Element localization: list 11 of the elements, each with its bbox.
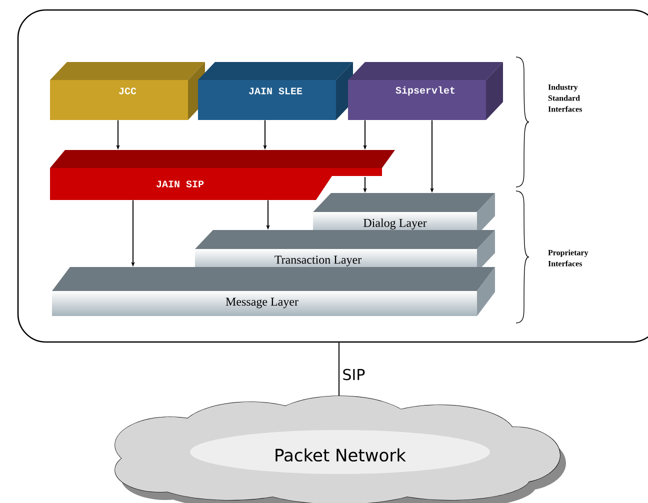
side-label: Industry Standard Interfaces bbox=[548, 84, 582, 112]
side-label: Proprietary Interfaces bbox=[548, 250, 588, 266]
block: JAIN SIP bbox=[50, 150, 395, 200]
cloud: Packet Network bbox=[114, 396, 566, 503]
rounded-frame bbox=[17, 9, 648, 343]
block: JAIN SLEE bbox=[198, 62, 353, 120]
block: JCC bbox=[50, 62, 205, 120]
node-label: Message Layer bbox=[226, 298, 298, 308]
block: Sipservlet bbox=[348, 62, 503, 120]
edge-label: SIP bbox=[343, 368, 365, 380]
layer-block: Message Layer bbox=[52, 267, 495, 316]
